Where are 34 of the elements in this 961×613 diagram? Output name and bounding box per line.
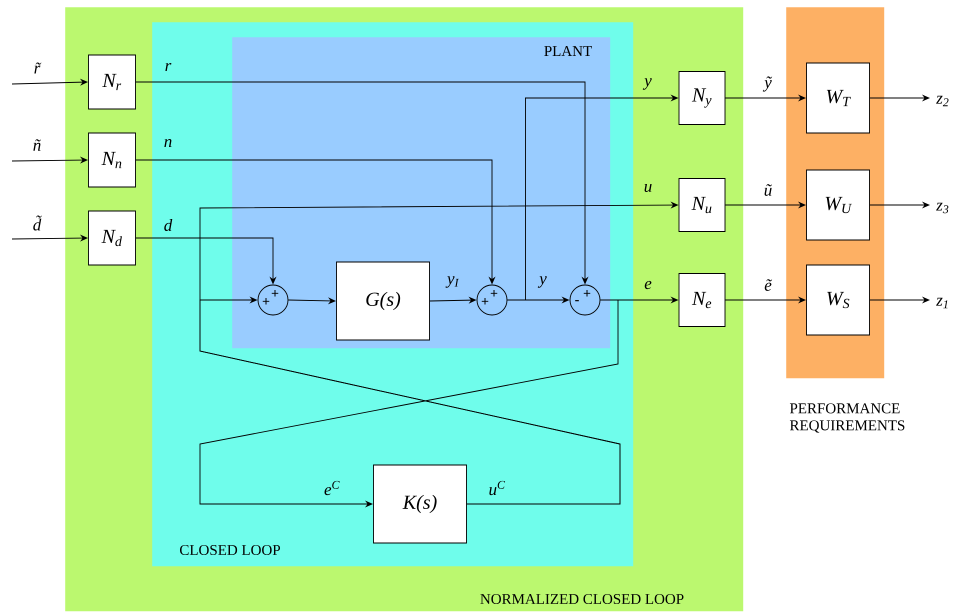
block-box: N$_{y}$ [678,71,726,125]
block-box: N$_{d}$ [88,210,136,266]
summing-junction: + + [258,284,288,316]
edge-label: ũ [764,184,772,196]
block-box: N$_{e}$ [678,273,726,327]
summing-junction: + - [570,284,600,316]
node-label: PERFORMANCE REQUIREMENTS [790,403,904,433]
edge-label: ỹ [762,76,772,92]
edge-label: y [538,276,547,288]
block-box: K(s) [373,464,467,544]
edge-label: r [165,63,172,71]
edge-label: z$_{1}$ [936,298,948,308]
edge-label: n [164,139,172,147]
edge-label: u$^{C}$ [489,480,506,496]
edge-label: ẽ [764,279,772,291]
edge-label: ñ [33,139,41,151]
edge-label: d̃ [33,215,42,231]
edge-label: e [644,280,652,290]
block-box: W$_{S}$ [806,264,870,336]
edge-label: e$^{C}$ [324,480,340,496]
summing-junction: + + [476,284,508,316]
edge-label: z$_{2}$ [936,96,949,106]
edge-label: u [644,184,652,192]
block-box: N$_{n}$ [88,132,136,188]
edge-label: r̃ [34,62,42,74]
edge-label: y$_{I}$ [446,276,459,288]
block-box: N$_{r}$ [88,54,136,110]
block-box: W$_{T}$ [806,62,870,134]
block-box: G(s) [336,262,430,340]
edge-label: d [164,219,172,231]
block-box: N$_{u}$ [678,178,726,232]
edge-label: y [642,78,652,90]
block-box: W$_{U}$ [806,170,870,240]
edge-label: z$_{3}$ [936,202,948,214]
